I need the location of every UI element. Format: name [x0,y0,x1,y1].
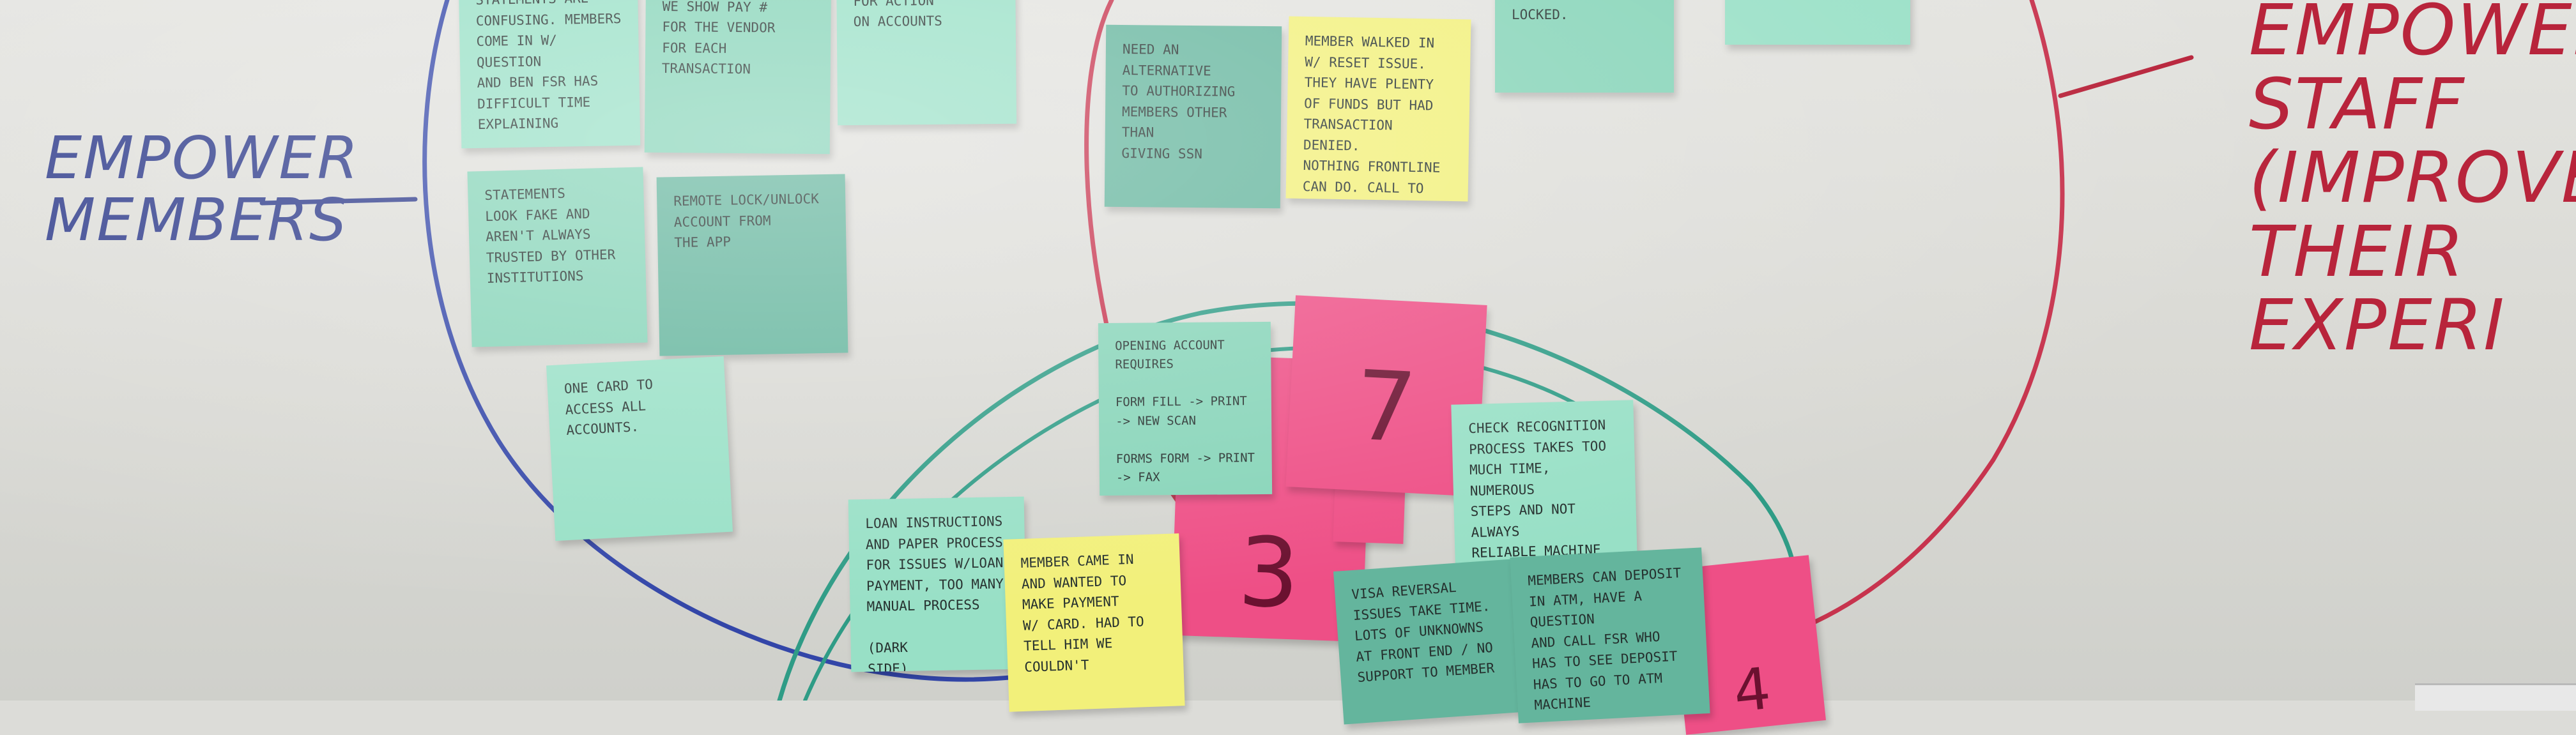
note-opening-account: OPENING ACCOUNT REQUIRES FORM FILL -> PR… [1098,321,1273,496]
note-need-alternative: NEED AN ALTERNATIVE TO AUTHORIZING MEMBE… [1104,24,1282,209]
note-card-locked: CARD IS LOCKED AS TO WHY CARD IS LOCKED. [1495,0,1674,93]
note-loan-instructions: LOAN INSTRUCTIONS AND PAPER PROCESS FOR … [848,496,1027,672]
note-members-can-deposit: MEMBERS CAN DEPOSIT IN ATM, HAVE A QUEST… [1510,547,1710,724]
note-statements-confusing: STATEMENTS ARE CONFUSING. MEMBERS COME I… [458,0,641,149]
whiteboard-tray [2415,683,2576,711]
note-statements-look-fake: STATEMENTS LOOK FAKE AND AREN'T ALWAYS T… [467,167,648,347]
note-remote-lock: REMOTE LOCK/UNLOCK ACCOUNT FROM THE APP [656,174,848,356]
note-member-came-in: MEMBER CAME IN AND WANTED TO MAKE PAYMEN… [1003,533,1185,712]
note-statement-vendor: ON STATEMENT CAN WE SHOW PAY # FOR THE V… [644,0,832,155]
empower-members-label: EMPOWER MEMBERS [45,124,360,254]
note-member-walked-in: MEMBER WALKED IN W/ RESET ISSUE. THEY HA… [1285,16,1471,202]
note-visa-reversal: VISA REVERSAL ISSUES TAKE TIME. LOTS OF … [1333,559,1523,725]
note-top-right [1725,0,1910,45]
empower-staff-label: EMPOWER STAFF (IMPROVE THEIR EXPERI [2249,0,2576,366]
note-better-alerts: BETTER ALERTS FOR ACTION ON ACCOUNTS [836,0,1017,126]
note-one-card: ONE CARD TO ACCESS ALL ACCOUNTS. [546,356,733,542]
blue-connector-line [259,197,418,206]
red-circle-right-arc [1748,0,2065,648]
red-connector-line [2058,55,2194,98]
